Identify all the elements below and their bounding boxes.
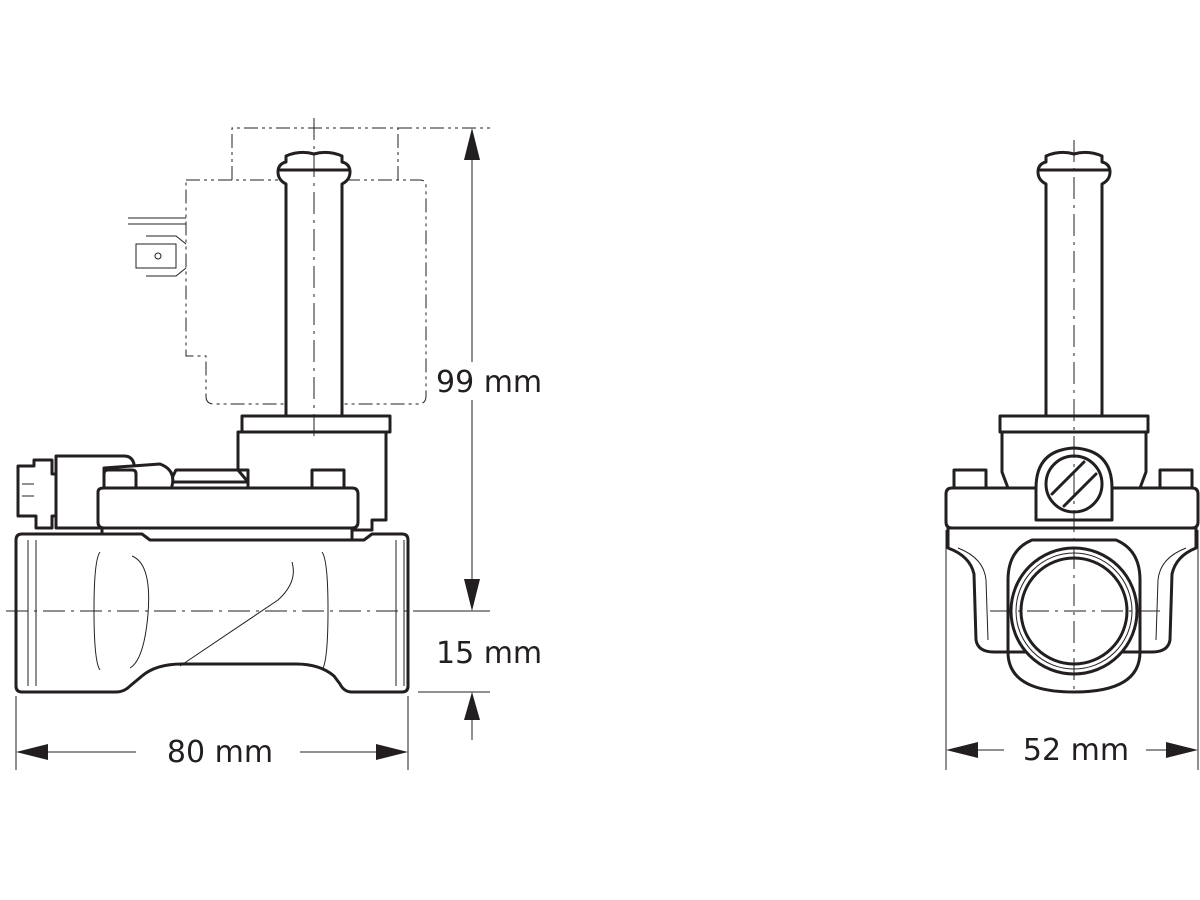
front-view: 52 mm [944,140,1200,770]
valve-body [14,532,410,694]
dimension-label-length: 80 mm [167,735,273,770]
coil-phantom-outline [128,127,490,405]
front-armature-tube [1036,150,1112,418]
dimension-label-height-lower: 15 mm [436,636,542,671]
vertical-dimension [418,128,490,740]
length-dimension [15,696,409,770]
dimension-label-height-upper: 99 mm [436,365,542,400]
dimension-label-width: 52 mm [1023,733,1129,768]
width-dimension [945,530,1199,770]
side-view: 99 mm 15 mm 80 mm [6,118,542,770]
